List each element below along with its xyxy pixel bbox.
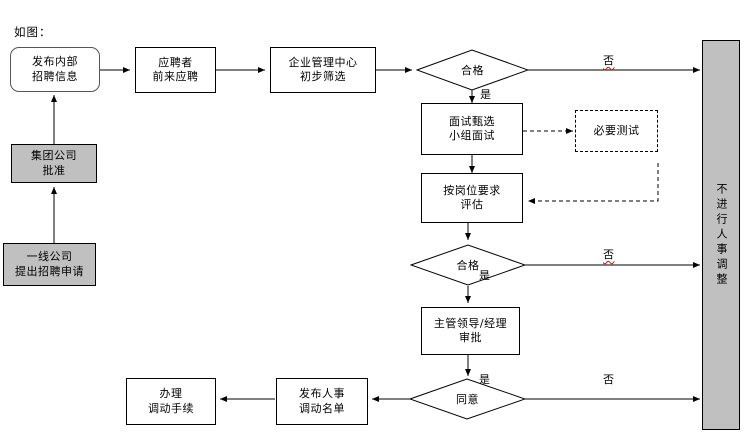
node-text-line: 小组面试 — [449, 129, 495, 142]
node-text-line: 主管领导/经理 — [433, 316, 508, 330]
node-decision-agree[interactable] — [409, 378, 526, 420]
node-management-center-screening[interactable]: 企业管理中心 初步筛选 — [270, 47, 376, 93]
node-interview-selection-panel[interactable]: 面试甄选 小组面试 — [421, 103, 523, 155]
node-text-line: 调动手续 — [148, 401, 194, 415]
node-text-line: 面试甄选 — [449, 114, 495, 128]
node-evaluate-against-job-requirements[interactable]: 按岗位要求 评估 — [421, 173, 523, 223]
node-publish-transfer-list[interactable]: 发布人事 调动名单 — [276, 378, 368, 425]
node-decision-qualified-2-label: 合格 — [456, 259, 480, 272]
node-text-line: 应聘者 — [158, 55, 193, 69]
node-text-line: 一线公司 — [26, 250, 73, 264]
node-publish-internal-recruitment[interactable]: 发布内部 招聘信息 — [10, 47, 100, 92]
node-text-line: 评估 — [460, 198, 484, 211]
node-decision-qualified-2[interactable] — [410, 244, 526, 286]
edge-label-no-2: 否 — [603, 248, 615, 261]
node-text-line: 按岗位要求 — [443, 183, 501, 197]
node-optional-test[interactable]: 必要测试 — [575, 110, 658, 152]
node-group-company-approval[interactable]: 集团公司 批准 — [11, 144, 97, 183]
node-text-line: 审批 — [459, 331, 482, 344]
edge-label-yes-3: 是 — [479, 373, 491, 386]
node-decision-qualified-1[interactable] — [416, 49, 529, 91]
node-no-personnel-adjustment[interactable]: 不进行人事调整 — [702, 40, 740, 430]
node-text-line: 企业管理中心 — [288, 55, 358, 69]
node-text-line: 集团公司 — [31, 149, 77, 163]
edge-label-no-1: 否 — [603, 54, 615, 67]
node-text-line: 招聘信息 — [32, 69, 78, 83]
node-text-line: 发布内部 — [32, 55, 78, 69]
node-process-transfer-formalities[interactable]: 办理 调动手续 — [126, 378, 216, 425]
node-text-line: 前来应聘 — [152, 70, 199, 83]
node-text-line: 批准 — [42, 163, 66, 177]
node-text-line: 必要测试 — [593, 123, 640, 137]
node-decision-qualified-1-label: 合格 — [461, 64, 484, 77]
node-text-line: 办理 — [159, 387, 183, 401]
node-applicant-applies[interactable]: 应聘者 前来应聘 — [135, 47, 216, 93]
edge-label-no-3: 否 — [603, 373, 615, 386]
node-manager-approval[interactable]: 主管领导/经理 审批 — [421, 307, 520, 355]
node-text-line: 发布人事 — [299, 387, 345, 401]
edge-label-yes-1: 是 — [480, 88, 492, 101]
edge-label-yes-2: 是 — [479, 269, 491, 282]
node-text-line: 调动名单 — [299, 401, 345, 415]
node-frontline-company-request[interactable]: 一线公司 提出招聘申请 — [3, 243, 96, 286]
page-caption: 如图： — [14, 25, 52, 39]
node-text-line: 提出招聘申请 — [15, 264, 84, 278]
node-decision-agree-label: 同意 — [456, 393, 479, 406]
node-text-line: 初步筛选 — [300, 70, 346, 83]
